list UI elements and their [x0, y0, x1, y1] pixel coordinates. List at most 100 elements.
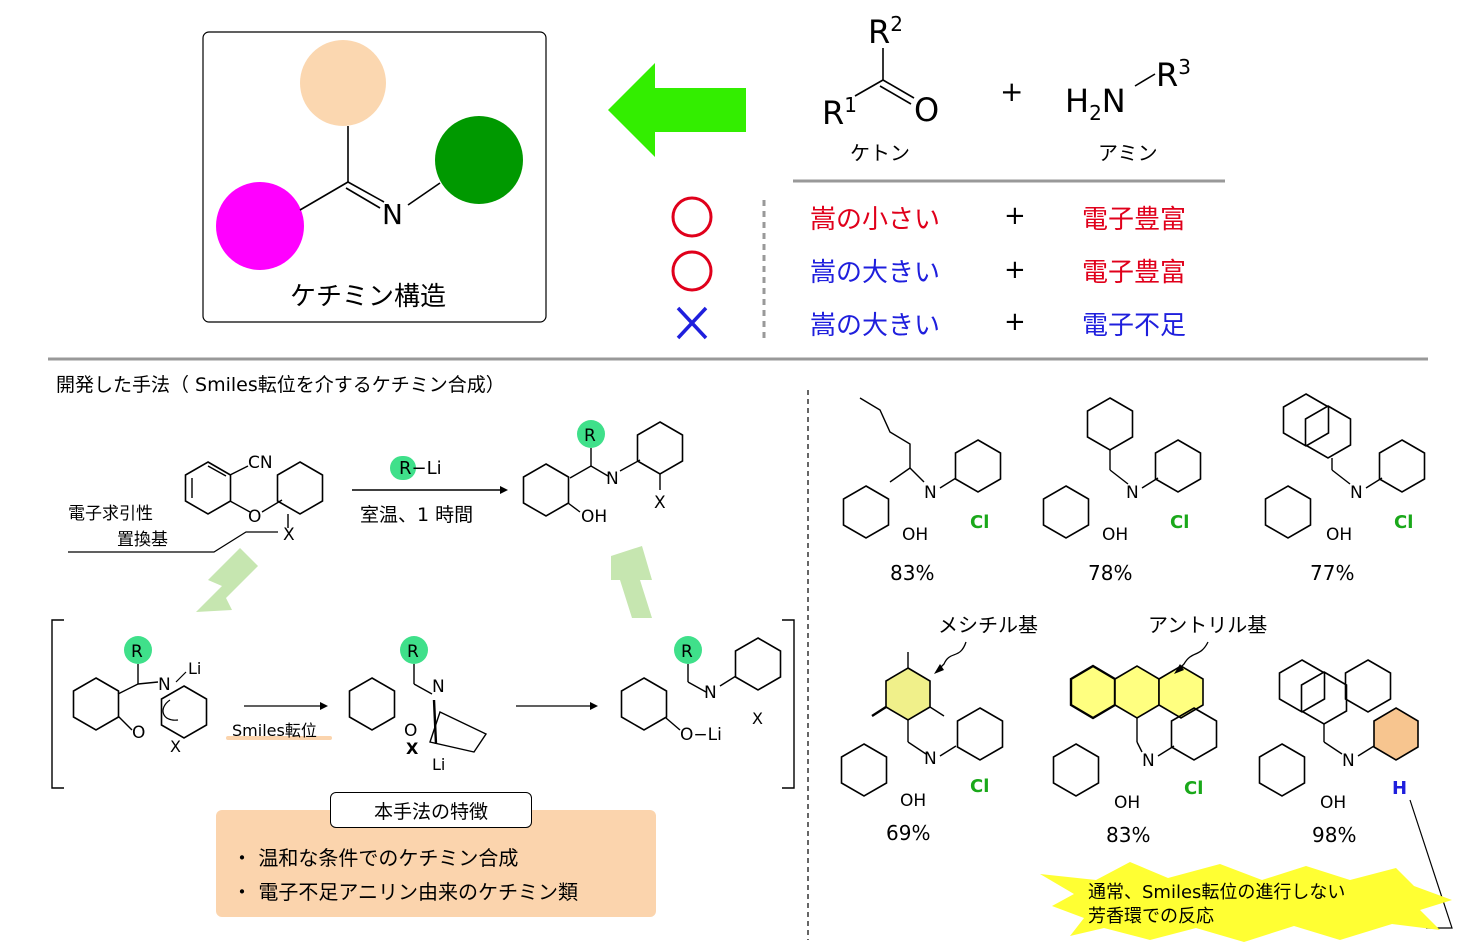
method-product: R N X OH — [522, 420, 684, 527]
p4-n: N — [924, 749, 937, 769]
product-5: N Cl OH 83% アントリル基 — [1052, 613, 1267, 847]
int3-n: N — [704, 683, 717, 703]
p2-oh: OH — [1102, 525, 1128, 545]
product-2: N Cl OH 78% — [1042, 397, 1202, 585]
right-bracket — [782, 619, 795, 789]
p6-yield: 98% — [1312, 823, 1356, 847]
int1-x: X — [170, 737, 181, 756]
imine-n-label: N — [382, 198, 403, 231]
ketone-r2-sup: 2 — [890, 12, 903, 36]
left-bracket — [51, 619, 64, 789]
product-n: N — [606, 469, 619, 489]
feature-item-1: ・ 温和な条件でのケチミン合成 — [232, 846, 519, 870]
int3-r: R — [681, 642, 693, 662]
reagent-label: R−Li — [399, 458, 442, 479]
p4-yield: 69% — [886, 821, 930, 845]
intermediate-2: R N O X Li — [348, 636, 488, 774]
p2-yield: 78% — [1088, 561, 1132, 585]
ketone-o: O — [914, 91, 939, 129]
p3-n: N — [1350, 483, 1363, 503]
p3-yield: 77% — [1310, 561, 1354, 585]
svg-text:R2: R2 — [868, 12, 903, 51]
p3-oh: OH — [1326, 525, 1352, 545]
p6-h: H — [1392, 778, 1407, 799]
p1-cl: Cl — [970, 512, 989, 533]
ewg-label-1: 電子求引性 — [68, 504, 153, 524]
ewg-label-2: 置換基 — [117, 530, 168, 550]
smiles-underline — [226, 736, 332, 740]
p6-oh: OH — [1320, 793, 1346, 813]
conditions-label: 室温、1 時間 — [360, 504, 473, 526]
feature-item-2: ・ 電子不足アニリン由来のケチミン類 — [232, 880, 578, 904]
svg-text:R3: R3 — [1156, 55, 1191, 94]
p3-cl: Cl — [1394, 512, 1413, 533]
callout-line-1: 通常、Smiles転位の進行しない — [1088, 882, 1346, 903]
row3-right: 電子不足 — [1082, 311, 1186, 341]
p5-oh: OH — [1114, 793, 1140, 813]
cn-label: CN — [248, 453, 273, 473]
intermediate-3: R N X O−Li — [620, 636, 782, 745]
compat-circle-mark-2 — [671, 250, 713, 292]
int2-r: R — [407, 642, 419, 662]
r3-circle — [435, 116, 523, 204]
p5-cl: Cl — [1184, 778, 1203, 799]
product-oh: OH — [581, 507, 607, 527]
int1-li: Li — [188, 659, 201, 678]
features-title: 本手法の特徴 — [330, 792, 532, 828]
r2-circle — [216, 182, 304, 270]
p1-n: N — [924, 483, 937, 503]
row1-plus: + — [1004, 201, 1026, 231]
p1-oh: OH — [902, 525, 928, 545]
int1-r: R — [131, 642, 143, 662]
reactants: R2 R1 O + H2N R3 ケトン アミン — [793, 12, 1225, 183]
p5-yield: 83% — [1106, 823, 1150, 847]
amine-r3: R — [1156, 56, 1178, 94]
p5-n: N — [1142, 751, 1155, 771]
green-left-arrow — [608, 63, 746, 157]
p6-n: N — [1342, 751, 1355, 771]
row1-right: 電子豊富 — [1082, 205, 1186, 235]
ketone-r1: R — [822, 94, 844, 132]
ketimine-structure-label: ケチミン構造 — [290, 282, 446, 312]
pale-down-arrow — [196, 548, 258, 612]
p4-cl: Cl — [970, 776, 989, 797]
product-4: N Cl OH 69% メシチル基 — [840, 613, 1038, 845]
ketimine-structure-panel: N ケチミン構造 — [202, 31, 547, 323]
product-r: R — [584, 426, 596, 446]
int2-li: Li — [432, 755, 445, 774]
callout-line-2: 芳香環での反応 — [1088, 906, 1214, 927]
compat-cross-mark — [676, 306, 708, 340]
product-3: N Cl OH 77% — [1264, 393, 1426, 585]
callout-burst — [1040, 862, 1452, 942]
ether-o-label: O — [248, 507, 261, 527]
p4-oh: OH — [900, 791, 926, 811]
starting-material: CN O X 電子求引性 置換基 — [68, 453, 324, 553]
int3-x: X — [752, 709, 763, 728]
int3-oli: O−Li — [680, 725, 722, 745]
ketone-label: ケトン — [850, 141, 910, 165]
product-1: N Cl OH 83% — [842, 397, 1002, 585]
amine-h: H — [1065, 82, 1089, 120]
row2-right: 電子豊富 — [1082, 258, 1186, 288]
amine-label: アミン — [1098, 141, 1158, 165]
row3-plus: + — [1004, 307, 1026, 337]
compat-circle-mark-1 — [671, 196, 713, 238]
p2-cl: Cl — [1170, 512, 1189, 533]
svg-text:R1: R1 — [822, 93, 857, 132]
product-6: N H OH 98% — [1258, 659, 1453, 929]
p2-n: N — [1126, 483, 1139, 503]
int2-o: O — [404, 721, 417, 741]
reaction-arrow: R−Li 室温、1 時間 — [352, 456, 508, 526]
sm-x-label: X — [283, 525, 295, 545]
row3-left: 嵩の大きい — [810, 311, 940, 341]
row2-plus: + — [1004, 255, 1026, 285]
amine-r3-sup: 3 — [1178, 55, 1191, 79]
method-heading: 開発した手法（ Smiles転位を介するケチミン合成） — [56, 374, 505, 396]
reactant-plus: + — [1000, 75, 1023, 108]
amine-h-sub: 2 — [1089, 101, 1102, 125]
pale-up-arrow — [611, 546, 652, 618]
anthryl-label: アントリル基 — [1148, 613, 1267, 637]
product-x: X — [654, 493, 666, 513]
int2-n: N — [432, 677, 445, 697]
